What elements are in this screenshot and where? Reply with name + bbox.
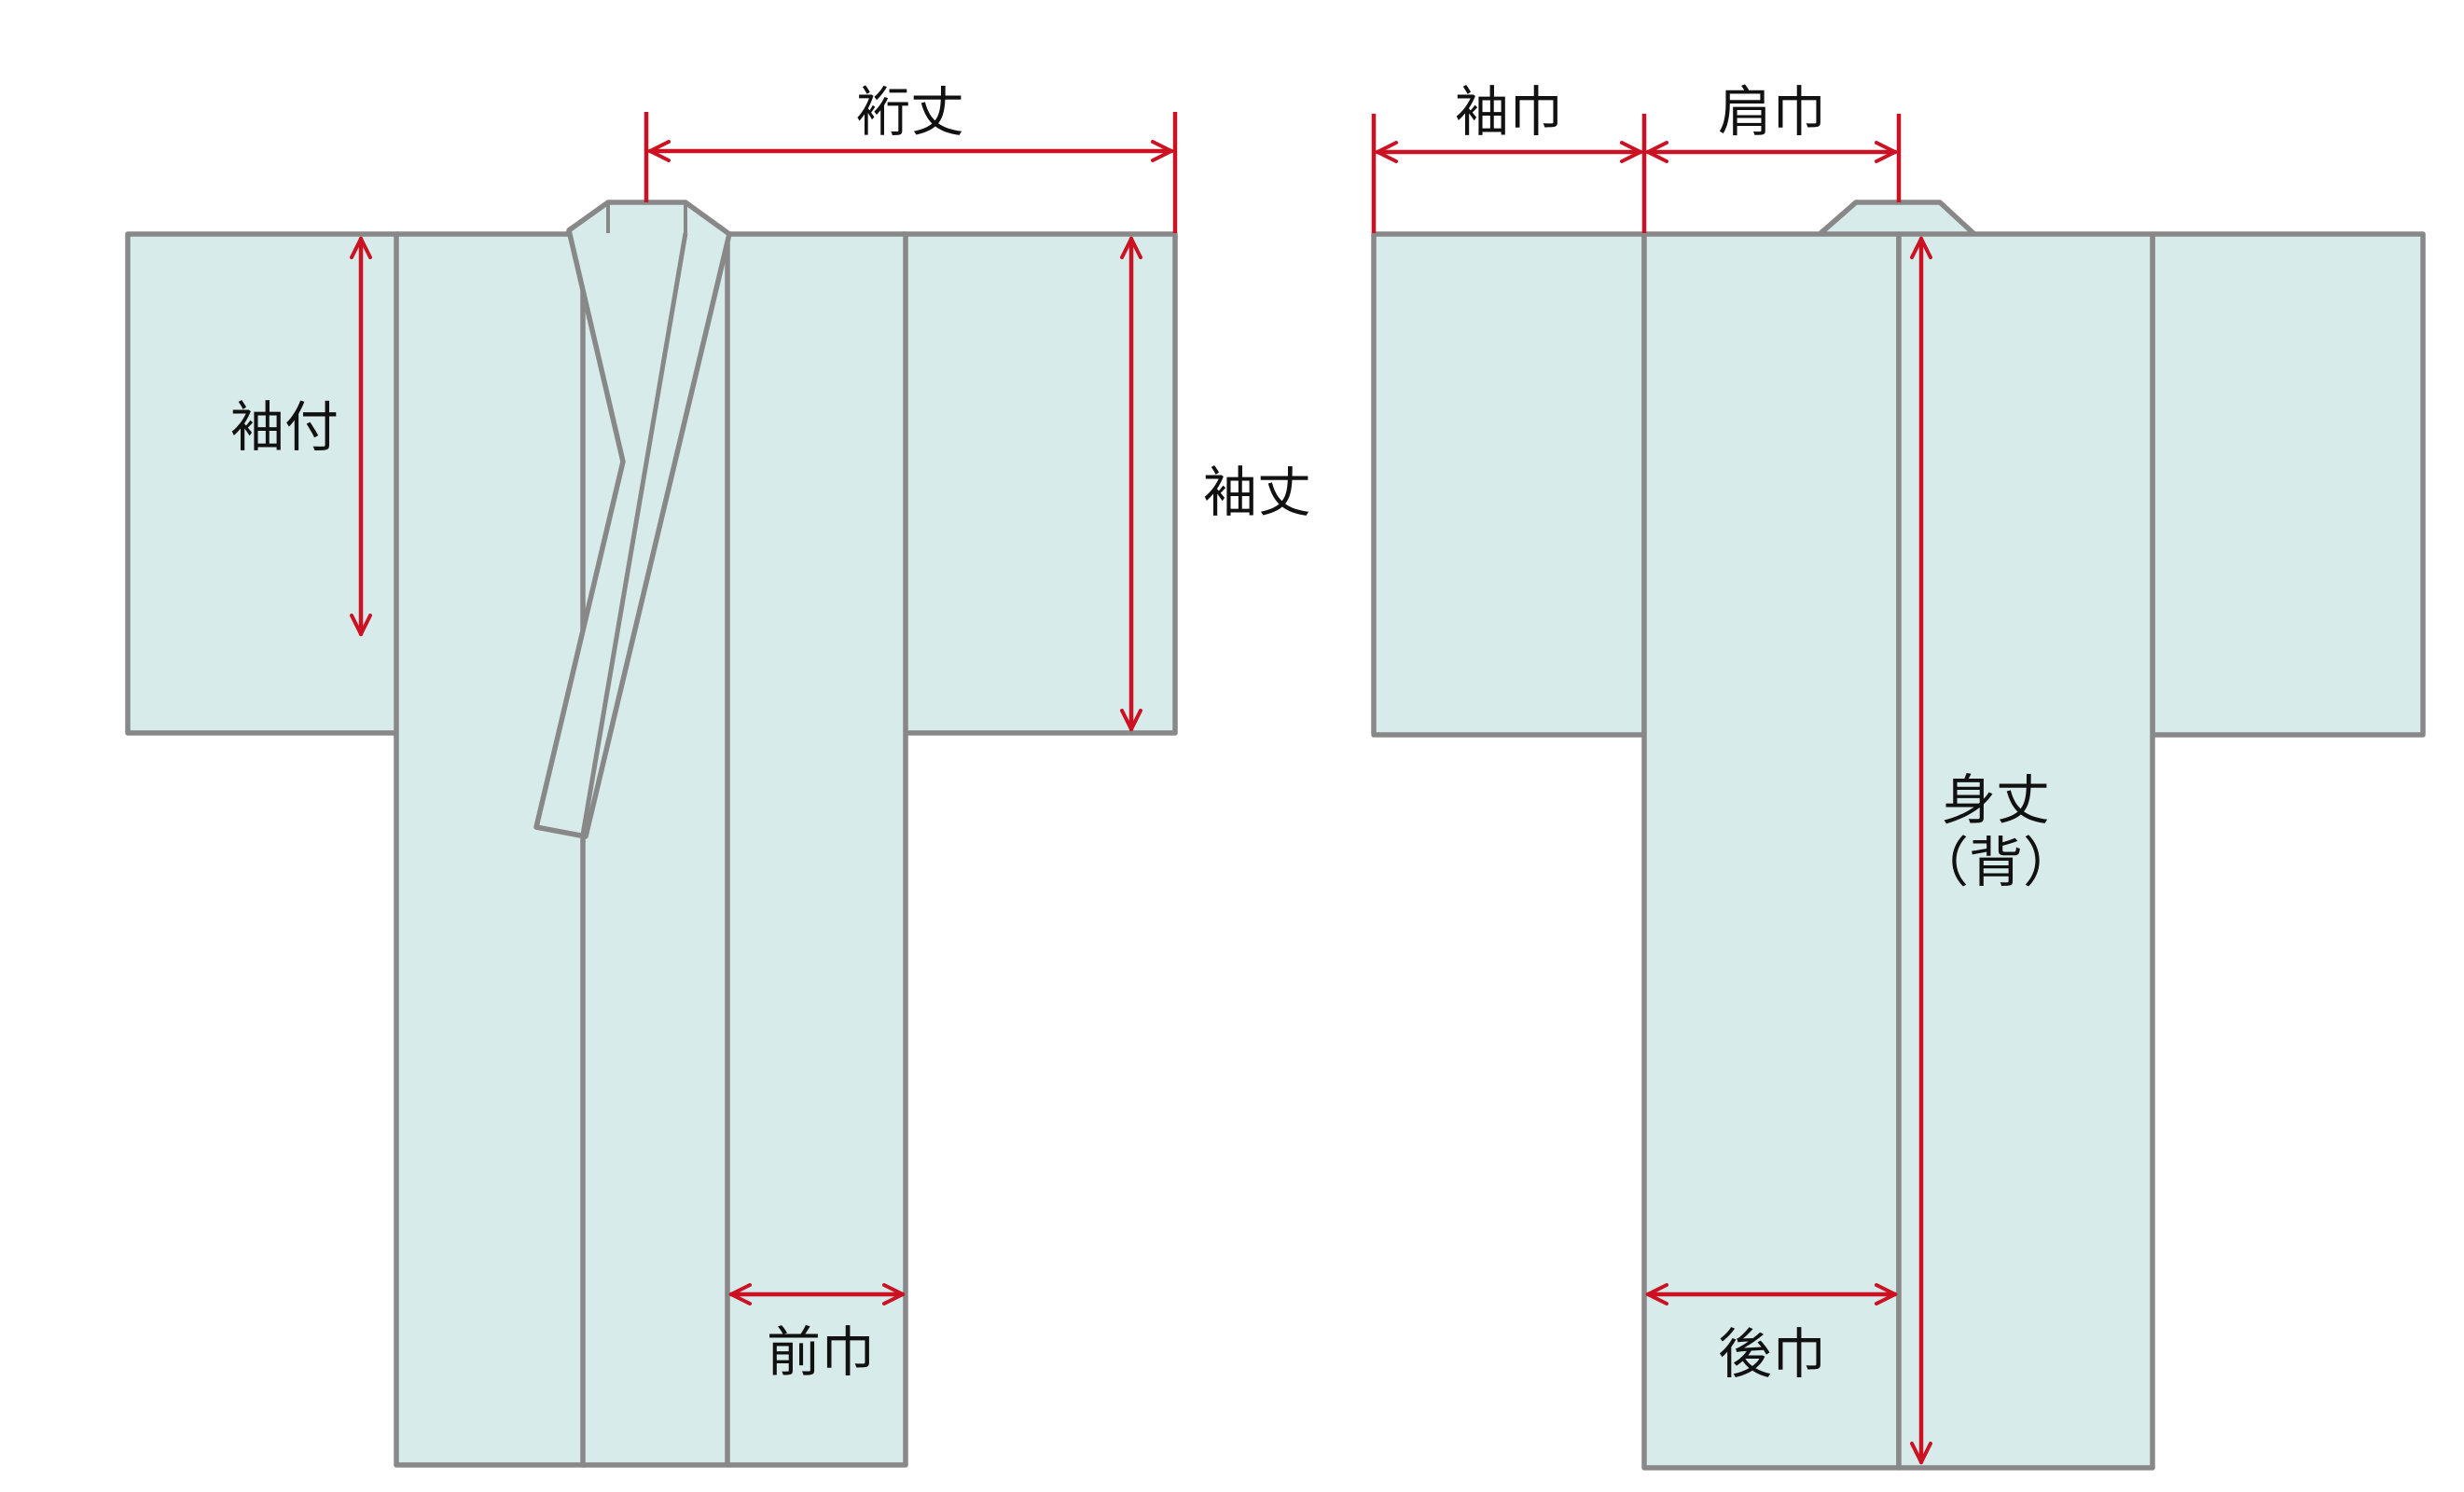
front-right-sleeve — [900, 231, 1178, 736]
label-maehaba: 前巾 — [767, 1320, 875, 1384]
label-yukitake: 裄丈 — [856, 80, 964, 144]
back-collar — [1816, 200, 1978, 238]
label-sodetake: 袖丈 — [1203, 461, 1311, 524]
kimono-back-view — [1371, 200, 2426, 1471]
measurement-labels: 裄丈 袖付 袖丈 前巾 袖巾 肩巾 身丈 （背） 後巾 — [230, 80, 2077, 1386]
label-mitake: 身丈 — [1942, 768, 2050, 832]
back-left-sleeve — [1371, 231, 1647, 738]
label-katahaba: 肩巾 — [1718, 80, 1826, 144]
back-body-left — [1641, 231, 1902, 1471]
front-body-left — [394, 231, 588, 1468]
dimension-lines — [350, 112, 1932, 1465]
collar-band-inner-edge — [580, 232, 688, 836]
back-body-right — [1896, 231, 2155, 1471]
label-mitake-note: （背） — [1915, 831, 2077, 894]
label-sodetsuke: 袖付 — [230, 395, 339, 459]
back-right-sleeve — [2150, 231, 2426, 738]
front-body-right — [725, 231, 908, 1468]
kimono-front-view — [125, 200, 1178, 1468]
front-left-sleeve — [125, 231, 401, 736]
collar-band — [533, 200, 732, 839]
label-sodehaba: 袖巾 — [1455, 80, 1563, 144]
label-ushirohaba: 後巾 — [1718, 1322, 1826, 1386]
